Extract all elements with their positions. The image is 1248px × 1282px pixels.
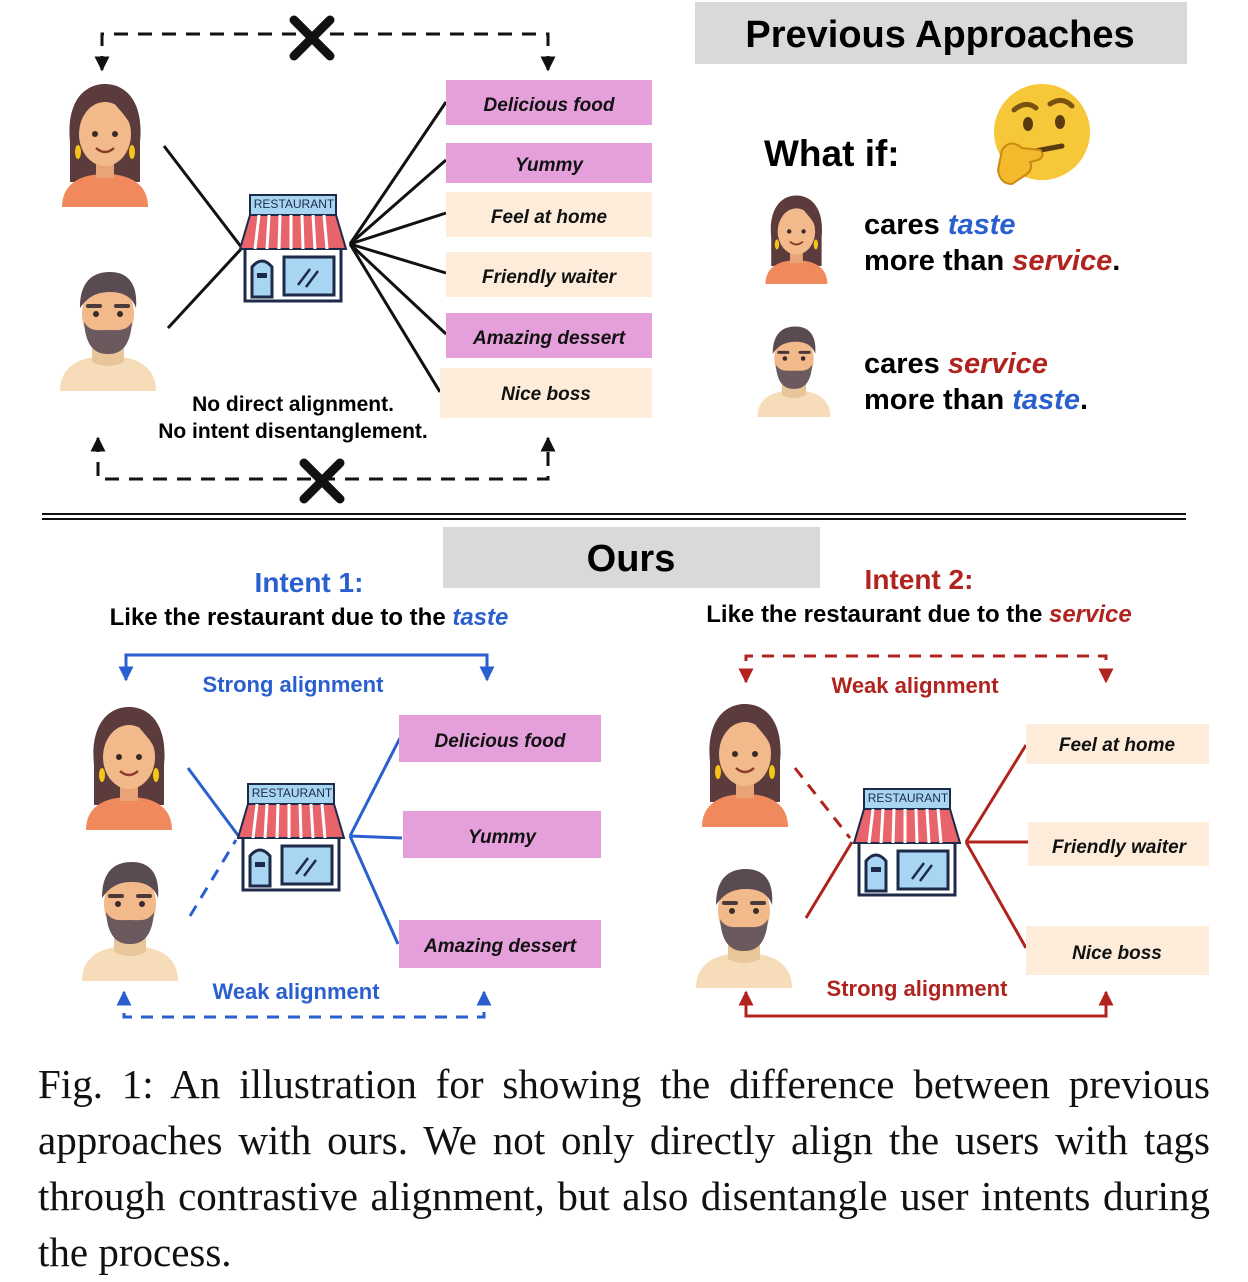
intent-1-diagram: Intent 1: Like the restaurant due to the…	[82, 567, 601, 1019]
tag-label: Friendly waiter	[482, 267, 618, 288]
tag-label: Nice boss	[501, 384, 591, 405]
figure-caption: Fig. 1: An illustration for showing the …	[38, 1061, 1210, 1275]
female-user-icon	[700, 702, 790, 829]
tag-label: Amazing dessert	[423, 936, 577, 957]
tag-label: Amazing dessert	[472, 328, 626, 349]
cross-mark-icon	[294, 20, 330, 56]
what-if-panel: Previous Approaches What if: cares taste…	[695, 2, 1187, 417]
ours-header: Ours	[587, 538, 676, 580]
male-user-icon	[60, 272, 156, 391]
intent-2-subtitle: Like the restaurant due to the service	[706, 601, 1131, 628]
thinking-emoji-icon	[994, 84, 1090, 186]
what-if-label: What if:	[764, 133, 900, 174]
strong-alignment-arrow	[738, 990, 1114, 1018]
previous-diagram: RESTAURANT Delicious food Yummy Feel at …	[60, 20, 652, 499]
female-user-icon	[84, 705, 174, 832]
male-user-icon	[82, 862, 178, 981]
tag-list: Delicious food Yummy Feel at home Friend…	[440, 80, 652, 418]
tag-label: Nice boss	[1072, 943, 1162, 964]
male-preference-line-2: more than taste.	[864, 384, 1088, 416]
female-preference-line-2: more than service.	[864, 245, 1120, 277]
strong-alignment-label: Strong alignment	[827, 976, 1009, 1001]
tag-label: Delicious food	[435, 731, 566, 752]
intent-1-subtitle: Like the restaurant due to the taste	[110, 604, 509, 631]
tag-label: Yummy	[468, 827, 537, 848]
tag-label: Delicious food	[484, 95, 615, 116]
male-user-icon	[696, 869, 792, 988]
cross-mark-icon	[304, 463, 340, 499]
weak-alignment-label: Weak alignment	[212, 979, 380, 1004]
tag-label: Yummy	[515, 155, 584, 176]
female-user-icon	[60, 82, 150, 209]
weak-alignment-label: Weak alignment	[831, 673, 999, 698]
tag-label: Feel at home	[491, 207, 608, 228]
female-preference-line-1: cares taste	[864, 209, 1016, 241]
intent-2-title: Intent 2:	[865, 564, 974, 595]
restaurant-sign: RESTAURANT	[868, 791, 949, 805]
tag-label: Friendly waiter	[1052, 837, 1188, 858]
previous-header-box	[695, 2, 1187, 64]
intent-1-title: Intent 1:	[255, 567, 364, 598]
strong-alignment-arrow	[118, 653, 495, 682]
intent-2-diagram: Intent 2: Like the restaurant due to the…	[696, 564, 1209, 1018]
ours-header-box	[443, 527, 820, 588]
male-user-icon	[757, 326, 831, 417]
restaurant-sign: RESTAURANT	[254, 197, 335, 211]
male-preference-line-1: cares service	[864, 348, 1048, 380]
previous-header: Previous Approaches	[745, 14, 1134, 56]
bottom-failed-alignment-arrow	[90, 436, 556, 481]
female-user-icon	[764, 194, 829, 285]
note-line-1: No direct alignment.	[192, 393, 394, 416]
restaurant-sign: RESTAURANT	[252, 786, 333, 800]
weak-alignment-arrow	[738, 654, 1114, 684]
strong-alignment-label: Strong alignment	[203, 672, 385, 697]
tag-label: Feel at home	[1059, 735, 1176, 756]
figure-canvas: RESTAURANT Delicious food Yummy Feel at …	[42, 2, 1209, 1019]
note-line-2: No intent disentanglement.	[158, 420, 428, 443]
